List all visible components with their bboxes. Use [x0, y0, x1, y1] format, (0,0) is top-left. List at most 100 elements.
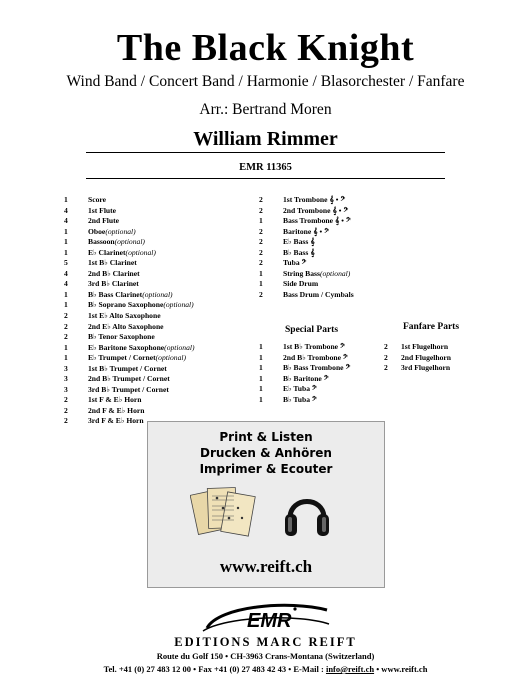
part-quantity: 1 — [64, 247, 68, 257]
part-row: 1 B♭ Soprano Saxophone (optional) — [64, 300, 195, 311]
part-quantity: 2 — [384, 352, 388, 362]
part-quantity: 1 — [259, 363, 263, 373]
part-quantity: 2 — [259, 226, 263, 236]
part-name: String Bass — [283, 268, 320, 278]
part-row: 3 2nd B♭ Trumpet / Cornet — [64, 374, 195, 385]
part-name: Tuba 𝄢 — [283, 258, 307, 268]
part-name: Baritone 𝄞 • 𝄢 — [283, 226, 329, 236]
part-name: 2nd Flute — [88, 216, 120, 226]
publisher-name: EDITIONS MARC REIFT — [174, 635, 357, 649]
part-name: Bass Drum / Cymbals — [283, 289, 354, 299]
composer-name: William Rimmer — [193, 128, 338, 150]
piece-title: The Black Knight — [116, 27, 415, 69]
part-name: 3rd B♭ Clarinet — [88, 279, 139, 289]
part-name: 2nd Flugelhorn — [401, 352, 452, 362]
part-quantity: 1 — [259, 373, 263, 383]
part-row: 1 2nd B♭ Trombone 𝄢 — [259, 353, 350, 364]
part-name: 2nd F & E♭ Horn — [88, 405, 145, 415]
website-url[interactable]: www.reift.ch — [219, 557, 313, 576]
part-name: B♭ Bass Trombone 𝄢 — [283, 363, 351, 373]
part-quantity: 2 — [64, 311, 68, 321]
special-parts-heading: Special Parts — [285, 325, 339, 335]
part-optional-note: (optional) — [155, 353, 187, 363]
part-name: 1st Flugelhorn — [401, 342, 449, 351]
part-name: E♭ Clarinet — [88, 247, 126, 257]
part-name: 1st B♭ Clarinet — [88, 258, 137, 268]
part-optional-note: (optional) — [142, 289, 173, 299]
part-quantity: 3 — [64, 374, 68, 384]
promo-line-en: Print & Listen — [219, 430, 313, 444]
part-quantity: 4 — [64, 279, 68, 289]
print-listen-panel: Print & Listen Drucken & Anhören Imprime… — [147, 421, 385, 588]
part-name: B♭ Soprano Saxophone — [88, 300, 164, 310]
part-name: B♭ Tuba 𝄢 — [283, 394, 317, 404]
part-name: E♭ Bass 𝄞 — [283, 237, 315, 247]
part-name: B♭ Bass 𝄞 — [283, 247, 315, 257]
contact-website[interactable]: • www.reift.ch — [374, 664, 428, 674]
part-quantity: 1 — [259, 279, 263, 289]
part-quantity: 2 — [259, 195, 263, 204]
part-quantity: 2 — [384, 363, 388, 373]
part-name: Bassoon — [88, 237, 115, 247]
part-quantity: 1 — [64, 226, 68, 236]
part-quantity: 1 — [259, 268, 263, 278]
part-optional-note: (optional) — [114, 237, 145, 247]
part-row: 2 B♭ Tenor Saxophone — [64, 332, 195, 343]
part-row: 1 Bass Trombone 𝄞 • 𝄢 — [259, 216, 354, 227]
part-name: B♭ Tenor Saxophone — [88, 332, 155, 342]
part-optional-note: (optional) — [164, 342, 195, 352]
part-name: 1st F & E♭ Horn — [88, 395, 142, 405]
part-name: E♭ Baritone Saxophone — [88, 342, 165, 352]
part-name: Bass Trombone 𝄞 • 𝄢 — [283, 216, 351, 226]
arranger-credit: Arr.: Bertrand Moren — [199, 101, 332, 118]
part-quantity: 1 — [259, 216, 263, 226]
part-optional-note: (optional) — [163, 300, 194, 310]
part-name: 2nd B♭ Trombone 𝄢 — [283, 352, 348, 362]
promo-line-de: Drucken & Anhören — [200, 446, 332, 460]
part-quantity: 1 — [64, 195, 68, 204]
part-row: 4 3rd B♭ Clarinet — [64, 279, 195, 290]
part-quantity: 4 — [64, 205, 68, 215]
part-quantity: 1 — [64, 300, 68, 310]
contact-phone-fax: Tel. +41 (0) 27 483 12 00 • Fax +41 (0) … — [103, 664, 326, 674]
headphones-icon — [285, 499, 329, 536]
contact-email-link[interactable]: info@reift.ch — [325, 664, 375, 674]
divider-lower — [86, 178, 445, 179]
part-quantity: 1 — [259, 352, 263, 362]
part-optional-note: (optional) — [319, 268, 351, 278]
part-quantity: 1 — [64, 289, 68, 299]
part-name: Oboe — [88, 226, 106, 236]
part-quantity: 1 — [64, 237, 68, 247]
part-name: 2nd E♭ Alto Saxophone — [88, 321, 164, 331]
part-quantity: 2 — [64, 332, 68, 342]
publisher-contact: Tel. +41 (0) 27 483 12 00 • Fax +41 (0) … — [0, 664, 531, 674]
part-quantity: 3 — [64, 363, 68, 373]
part-quantity: 1 — [64, 353, 68, 363]
part-name: 2nd B♭ Trumpet / Cornet — [88, 374, 170, 384]
